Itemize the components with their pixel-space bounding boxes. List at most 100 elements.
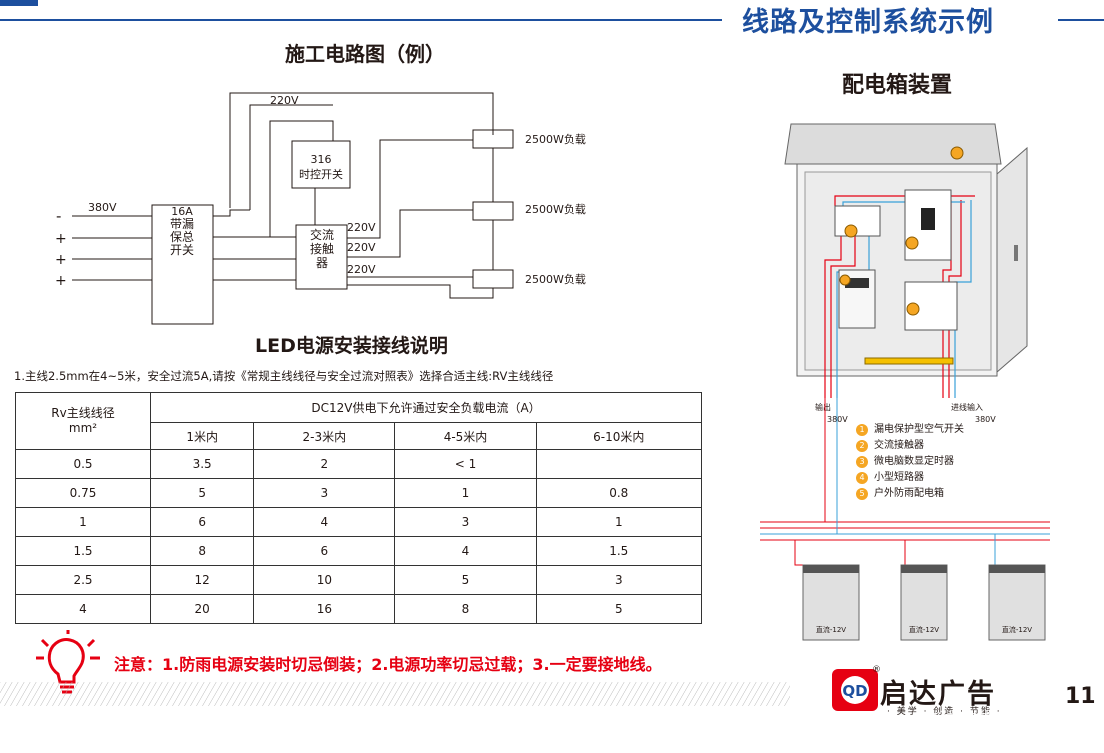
wire-top-outer [229,92,494,208]
table-row: 0.75 5 3 1 0.8 [15,478,703,508]
table-cell: 5 [149,478,255,508]
terminal-plus-3: + [55,273,67,289]
table-cell: 5 [394,565,537,595]
wire-out-2 [347,209,473,258]
subheader-cell: 1米内 [149,422,255,450]
wire-timer-feed [269,120,334,237]
terminal-plus-2: + [55,252,67,268]
psu-3-label: 直流-12V [1002,625,1032,634]
company-name: 启达广告 [880,679,996,710]
table-cell: 4 [394,536,537,566]
col1-header-line2: mm² [68,421,98,435]
wire-breaker-1 [213,209,250,217]
breaker-rating: 16A [171,205,193,218]
legend-number-badge: 3 [856,456,868,468]
legend-text: 户外防雨配电箱 [874,488,944,499]
legend-text: 微电脑数显定时器 [874,456,954,467]
wire-label-left-voltage: 380V [827,415,848,424]
psu-2-label: 直流-12V [909,625,939,634]
wire-top-inner [249,104,333,210]
table-cell: 1 [15,507,151,537]
psu-1-label: 直流-12V [816,625,846,634]
terminal-minus: - [56,207,61,225]
legend-number-badge: 5 [856,488,868,500]
load-box-3 [472,269,514,289]
wire-load-return [347,284,494,299]
registered-mark: ® [872,665,881,675]
circuit-diagram: 220V 316 时控开关 16A 380V - + + + 220V 220V… [55,92,586,325]
subheader-cell: 2-3米内 [253,422,396,450]
table-cell: 0.8 [535,478,703,508]
load-label-3: 2500W负载 [525,272,586,286]
table-cell: 1 [394,478,537,508]
psu-1-terminal [803,565,859,573]
company-slogan: · 美学 · 创造 · 节能 · [887,707,1002,717]
timer-display-icon [845,278,869,288]
table-cell: 20 [149,594,255,624]
subheader-cell: 4-5米内 [394,422,537,450]
table-row: 0.5 3.5 2 < 1 [15,449,703,479]
load-label-2: 2500W负载 [525,202,586,216]
label-380v: 380V [88,201,117,214]
led-intro: 1.主线2.5mm在4~5米，安全过流5A,请按《常规主线线径与安全过流对照表》… [14,369,554,383]
legend-item: 3 微电脑数显定时器 [856,454,964,470]
air-switch [834,205,881,237]
legend-marker-2 [906,302,920,316]
table-cell: < 1 [394,449,537,479]
table-cell: 3 [535,565,703,595]
table-cell: 12 [149,565,255,595]
company-logo-icon: QD [832,669,878,711]
legend-number-badge: 4 [856,472,868,484]
legend-text: 交流接触器 [874,440,924,451]
breaker-box [151,204,214,325]
table-cell: 1 [535,507,703,537]
legend-marker-4 [844,224,858,238]
psu-1 [802,564,860,641]
terminal-plus-1: + [55,231,67,247]
load-label-1: 2500W负载 [525,132,586,146]
table-cell: 2 [253,449,396,479]
table-cell: 0.75 [15,478,151,508]
table-row: 1.5 8 6 4 1.5 [15,536,703,566]
header-title: 线路及控制系统示例 [742,7,994,38]
legend-item: 5 户外防雨配电箱 [856,486,964,502]
table-row: 2.5 12 10 5 3 [15,565,703,595]
circuit-title: 施工电路图（例） [285,42,445,66]
table-cell: 6 [253,536,396,566]
box-roof [784,123,1002,165]
legend-text: 漏电保护型空气开关 [874,424,964,435]
psu-3 [988,564,1046,641]
group-header: DC12V供电下允许通过安全负载电流（A） [150,392,702,423]
load-box-2 [472,201,514,221]
label-220v-c: 220V [347,263,376,276]
table-cell [535,449,703,479]
label-220v-top: 220V [270,94,299,107]
table-cell: 6 [149,507,255,537]
timer-number: 316 [311,153,332,166]
distribution-box-illustration: 输出 380V 进线输入 380V 直流-12V 直流-12V 直流-12V [760,123,1050,641]
table-cell: 16 [253,594,396,624]
table-cell: 10 [253,565,396,595]
table-cell: 3 [253,478,396,508]
wire-spec-table: Rv主线线径 mm² DC12V供电下允许通过安全负载电流（A） 1米内 2-3… [15,392,703,624]
wire-label-right: 进线输入 [951,402,983,412]
contactor-label: 交流接触器 [310,228,335,270]
page-number: 11 [1065,684,1096,709]
header-decoration [0,0,1104,21]
subheader-cell: 6-10米内 [535,422,703,450]
table-cell: 4 [15,594,151,624]
breaker-label: 带漏保总开关 [170,217,195,257]
table-cell: 3 [394,507,537,537]
led-title: LED电源安装接线说明 [255,335,448,357]
terminal-bar [864,357,954,365]
table-row: 4 20 16 8 5 [15,594,703,624]
col1-header-line1: Rv主线线径 [51,406,115,420]
label-220v-b: 220V [347,241,376,254]
cabinet-panel [804,171,992,371]
door-handle-icon [1014,245,1018,261]
wire-label-right-voltage: 380V [975,415,996,424]
